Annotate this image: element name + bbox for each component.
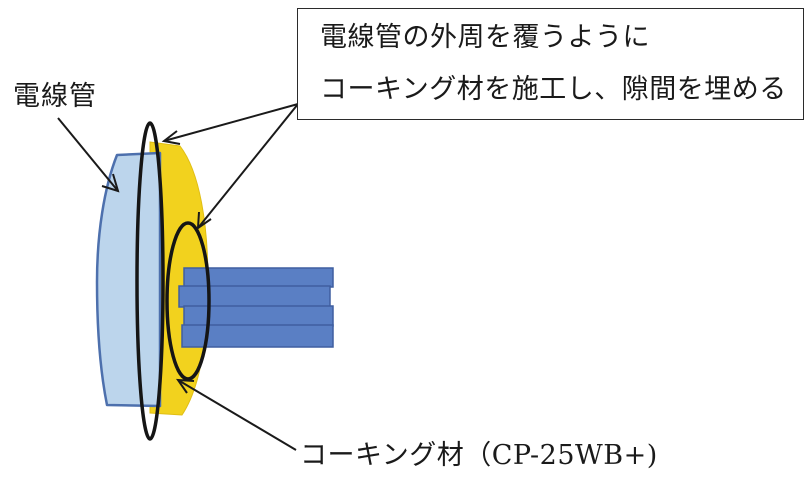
callout-arrowhead-inner <box>196 211 212 230</box>
caulking-leader-arrowhead <box>176 378 195 394</box>
callout-arrowhead-outer <box>161 130 181 145</box>
caulking-material-label: コーキング材（CP-25WB+) <box>300 440 658 471</box>
callout-text-line-1: 電線管の外周を覆うように <box>320 22 650 53</box>
cable-strand <box>181 324 334 348</box>
instruction-callout-box: 電線管の外周を覆うように コーキング材を施工し、隙間を埋める <box>297 8 804 120</box>
caulking-leader-line <box>177 379 297 451</box>
conduit-leader-arrowhead <box>101 173 120 193</box>
conduit-label: 電線管 <box>13 81 97 112</box>
cable-bundle <box>178 267 334 348</box>
inner-ring-marker <box>165 221 211 381</box>
outer-ring-marker <box>135 121 165 441</box>
callout-arrow-inner <box>197 103 299 229</box>
conduit-leader-line <box>57 117 119 192</box>
cable-strand <box>178 285 331 308</box>
cable-strand <box>183 305 334 327</box>
callout-arrow-outer <box>163 103 299 142</box>
conduit-pipe <box>95 151 162 408</box>
callout-text-line-2: コーキング材を施工し、隙間を埋める <box>320 74 787 105</box>
